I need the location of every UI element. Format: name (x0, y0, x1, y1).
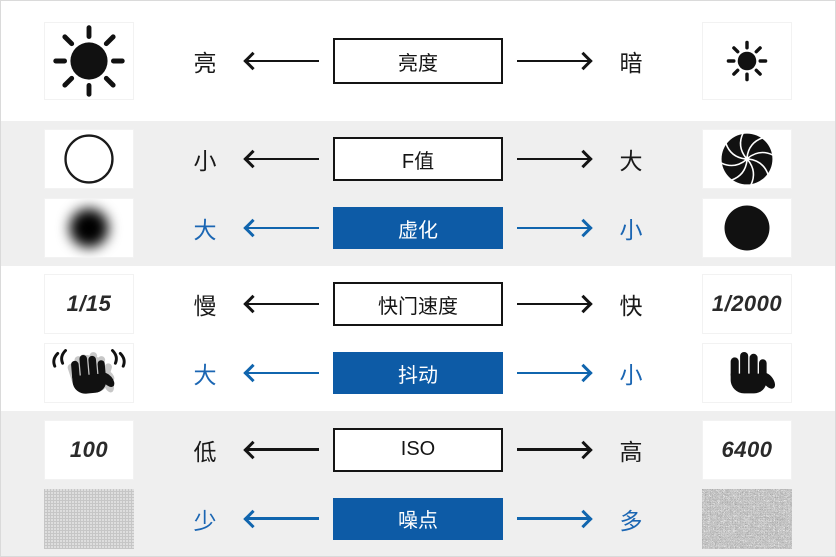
aperture-open-ring-icon (44, 129, 134, 189)
noise-right-label: 多 (619, 507, 643, 534)
brightness-left-label: 亮 (193, 50, 217, 76)
iso-line: 100 低 ISO 高 6400 (1, 419, 835, 480)
sun-dim-icon (702, 22, 792, 100)
shutter-right-label: 快 (619, 293, 643, 319)
arrow-right (517, 302, 589, 306)
row-aperture: 小 F值 大 (1, 121, 835, 266)
shake-left-label: 大 (193, 362, 217, 388)
noise-effect-box: 噪点 (333, 497, 503, 540)
iso-parameter-box: ISO (333, 427, 503, 472)
arrow-right (517, 371, 589, 375)
brightness-parameter-box: 亮度 (333, 38, 503, 84)
row-brightness: 亮 亮度 暗 (1, 1, 835, 121)
shutter-parameter-box: 快门速度 (333, 282, 503, 326)
fast-shutter-value: 1/2000 (702, 274, 792, 334)
brightness-right-label: 暗 (619, 50, 643, 76)
arrow-right (517, 448, 589, 451)
blur-line: 大 虚化 小 (1, 198, 835, 258)
shake-right-label: 小 (619, 362, 643, 388)
noise-left-label: 少 (193, 507, 217, 534)
large-blur-dot-icon (44, 198, 134, 258)
noise-line: 少 噪点 多 (1, 488, 835, 549)
aperture-blades-icon (702, 129, 792, 189)
slow-shutter-value: 1/15 (44, 274, 134, 334)
coarse-noise-texture (702, 488, 792, 549)
high-iso-value: 6400 (702, 419, 792, 480)
small-solid-dot-icon (702, 198, 792, 258)
blur-right-label: 小 (619, 217, 643, 243)
arrow-right (517, 517, 589, 520)
blur-effect-box: 虚化 (333, 207, 503, 249)
shutter-line: 1/15 慢 快门速度 快 1/2000 (1, 274, 835, 334)
arrow-left (247, 226, 319, 230)
row-shutter-speed: 1/15 慢 快门速度 快 1/2000 (1, 266, 835, 411)
brightness-line: 亮 亮度 暗 (1, 22, 835, 100)
shake-line: 大 抖动 小 (1, 343, 835, 403)
iso-right-label: 高 (619, 438, 643, 465)
steady-hand-icon (702, 343, 792, 403)
low-iso-value: 100 (44, 419, 134, 480)
arrow-left (247, 448, 319, 451)
shutter-left-label: 慢 (193, 293, 217, 319)
arrow-left (247, 157, 319, 161)
arrow-right (517, 59, 589, 63)
sun-bright-icon (44, 22, 134, 100)
arrow-left (247, 59, 319, 63)
row-iso: 100 低 ISO 高 6400 少 噪点 多 (1, 411, 835, 556)
arrow-left (247, 371, 319, 375)
shake-effect-box: 抖动 (333, 352, 503, 394)
shaking-hand-icon (44, 343, 134, 403)
arrow-left (247, 302, 319, 306)
fvalue-parameter-box: F值 (333, 137, 503, 181)
fvalue-right-label: 大 (619, 148, 643, 174)
arrow-left (247, 517, 319, 520)
iso-left-label: 低 (193, 438, 217, 465)
fvalue-line: 小 F值 大 (1, 129, 835, 189)
arrow-right (517, 157, 589, 161)
fvalue-left-label: 小 (193, 148, 217, 174)
blur-left-label: 大 (193, 217, 217, 243)
arrow-right (517, 226, 589, 230)
fine-grain-texture (44, 488, 134, 549)
